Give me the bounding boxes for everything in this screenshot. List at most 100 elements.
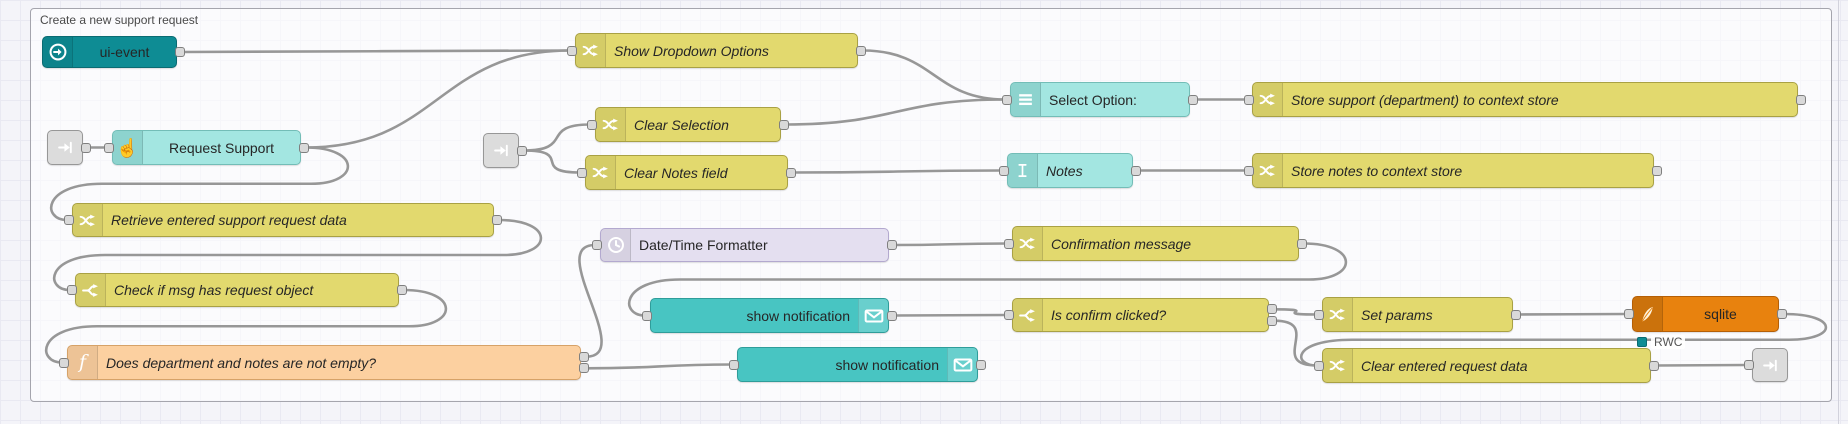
node-link-out-1[interactable] — [1752, 348, 1788, 382]
node-clear-notes[interactable]: Clear Notes field — [585, 155, 788, 190]
input-port-datetime[interactable] — [592, 240, 602, 250]
wire-check-msg-to-does-func[interactable] — [45, 288, 448, 364]
output-port-select-option-0[interactable] — [1188, 94, 1198, 105]
wire-is-confirm-to-clear-entered[interactable] — [1272, 319, 1319, 367]
wire-show-dropdown-to-select-option[interactable] — [861, 49, 1007, 101]
node-clear-selection[interactable]: Clear Selection — [595, 107, 781, 142]
input-port-sqlite[interactable] — [1624, 309, 1634, 319]
output-port-confirmation-0[interactable] — [1297, 238, 1307, 249]
node-select-option[interactable]: Select Option: — [1010, 82, 1190, 117]
node-retrieve[interactable]: Retrieve entered support request data — [72, 203, 494, 237]
node-label: Clear Selection — [634, 116, 729, 133]
output-port-notif-1-0[interactable] — [887, 310, 897, 321]
shuffle-icon — [576, 34, 606, 67]
output-port-link-in-1-0[interactable] — [81, 142, 91, 153]
wire-link-in-2-to-clear-notes[interactable] — [522, 149, 582, 174]
input-port-link-out-1[interactable] — [1744, 360, 1754, 370]
output-port-link-in-2-0[interactable] — [517, 145, 527, 156]
output-port-notif-2-0[interactable] — [976, 359, 986, 370]
input-port-is-confirm[interactable] — [1004, 310, 1014, 320]
node-notes[interactable]: Notes — [1007, 153, 1133, 188]
wire-does-func-to-datetime[interactable] — [578, 243, 603, 358]
wire-clear-entered-to-link-out-1[interactable] — [1654, 363, 1749, 367]
node-link-in-1[interactable] — [47, 130, 83, 165]
hand-pointer-icon: ☝ — [113, 131, 143, 164]
node-store-support[interactable]: Store support (department) to context st… — [1252, 82, 1798, 117]
input-port-clear-selection[interactable] — [587, 119, 597, 130]
wire-sqlite-to-clear-entered[interactable] — [1300, 312, 1828, 367]
node-set-params[interactable]: Set params — [1322, 297, 1513, 332]
output-port-is-confirm-1[interactable] — [1267, 315, 1277, 326]
node-label: Select Option: — [1049, 91, 1137, 108]
output-port-clear-entered-0[interactable] — [1649, 360, 1659, 371]
wire-ui-event-to-show-dropdown[interactable] — [180, 49, 572, 54]
sqlite-status: RWC — [1637, 335, 1686, 349]
wire-clear-selection-to-select-option[interactable] — [784, 98, 1007, 126]
wire-does-func-to-notif-2[interactable] — [584, 363, 734, 370]
wire-request-support-to-show-dropdown[interactable] — [304, 49, 572, 149]
envelope-icon — [947, 348, 977, 381]
node-notif-1[interactable]: show notification — [650, 298, 889, 333]
input-port-clear-notes[interactable] — [577, 167, 587, 178]
input-port-request-support[interactable] — [104, 142, 114, 153]
node-store-notes[interactable]: Store notes to context store — [1252, 153, 1654, 188]
output-port-is-confirm-0[interactable] — [1267, 304, 1277, 315]
input-port-check-msg[interactable] — [67, 285, 77, 295]
node-show-dropdown[interactable]: Show Dropdown Options — [575, 33, 858, 68]
node-check-msg[interactable]: Check if msg has request object — [75, 273, 399, 307]
wire-confirmation-to-notif-1[interactable] — [628, 242, 1348, 317]
output-port-does-func-0[interactable] — [579, 351, 589, 362]
node-ui-event[interactable]: ui-event — [42, 36, 177, 68]
input-port-does-func[interactable] — [59, 357, 69, 368]
node-datetime[interactable]: Date/Time Formatter — [600, 228, 889, 262]
output-port-clear-selection-0[interactable] — [779, 119, 789, 130]
input-port-store-notes[interactable] — [1244, 165, 1254, 176]
output-port-request-support-0[interactable] — [299, 142, 309, 153]
input-port-select-option[interactable] — [1002, 94, 1012, 105]
output-port-does-func-1[interactable] — [579, 363, 589, 374]
wire-request-support-to-retrieve[interactable] — [50, 146, 350, 222]
wire-link-in-2-to-clear-selection[interactable] — [522, 123, 592, 152]
node-is-confirm[interactable]: Is confirm clicked? — [1012, 298, 1269, 332]
input-port-confirmation[interactable] — [1004, 238, 1014, 249]
input-port-notes[interactable] — [999, 165, 1009, 176]
output-port-set-params-0[interactable] — [1511, 309, 1521, 320]
node-notif-2[interactable]: show notification — [737, 347, 978, 382]
node-confirmation[interactable]: Confirmation message — [1012, 226, 1299, 261]
node-clear-entered[interactable]: Clear entered request data — [1322, 348, 1651, 383]
output-port-check-msg-0[interactable] — [397, 285, 407, 295]
node-sqlite[interactable]: sqlite — [1632, 296, 1779, 332]
wire-is-confirm-to-set-params[interactable] — [1272, 308, 1319, 316]
output-port-clear-notes-0[interactable] — [786, 167, 796, 178]
wire-retrieve-to-check-msg[interactable] — [53, 218, 543, 292]
node-label: Store support (department) to context st… — [1291, 91, 1559, 108]
node-label: Request Support — [168, 139, 275, 156]
input-port-notif-1[interactable] — [642, 310, 652, 321]
input-port-clear-entered[interactable] — [1314, 360, 1324, 371]
node-request-support[interactable]: ☝ Request Support — [112, 130, 301, 165]
wire-set-params-to-sqlite[interactable] — [1516, 312, 1629, 316]
output-port-ui-event-0[interactable] — [175, 47, 185, 57]
input-port-show-dropdown[interactable] — [567, 45, 577, 56]
text-cursor-icon — [1008, 154, 1038, 187]
input-port-retrieve[interactable] — [64, 215, 74, 225]
output-port-store-support-0[interactable] — [1796, 94, 1806, 105]
output-port-retrieve-0[interactable] — [492, 215, 502, 225]
input-port-notif-2[interactable] — [729, 359, 739, 370]
output-port-show-dropdown-0[interactable] — [856, 45, 866, 56]
output-port-store-notes-0[interactable] — [1652, 165, 1662, 176]
input-port-store-support[interactable] — [1244, 94, 1254, 105]
output-port-sqlite-0[interactable] — [1777, 309, 1787, 319]
link-out-icon — [1753, 349, 1787, 381]
output-port-datetime-0[interactable] — [887, 240, 897, 250]
wire-clear-notes-to-notes[interactable] — [791, 169, 1004, 174]
wire-notif-1-to-is-confirm[interactable] — [892, 313, 1009, 317]
wire-datetime-to-confirmation[interactable] — [892, 242, 1009, 247]
shuffle-icon — [1253, 154, 1283, 187]
output-port-notes-0[interactable] — [1131, 165, 1141, 176]
node-link-in-2[interactable] — [483, 133, 519, 168]
input-port-set-params[interactable] — [1314, 309, 1324, 320]
shuffle-icon — [1013, 227, 1043, 260]
